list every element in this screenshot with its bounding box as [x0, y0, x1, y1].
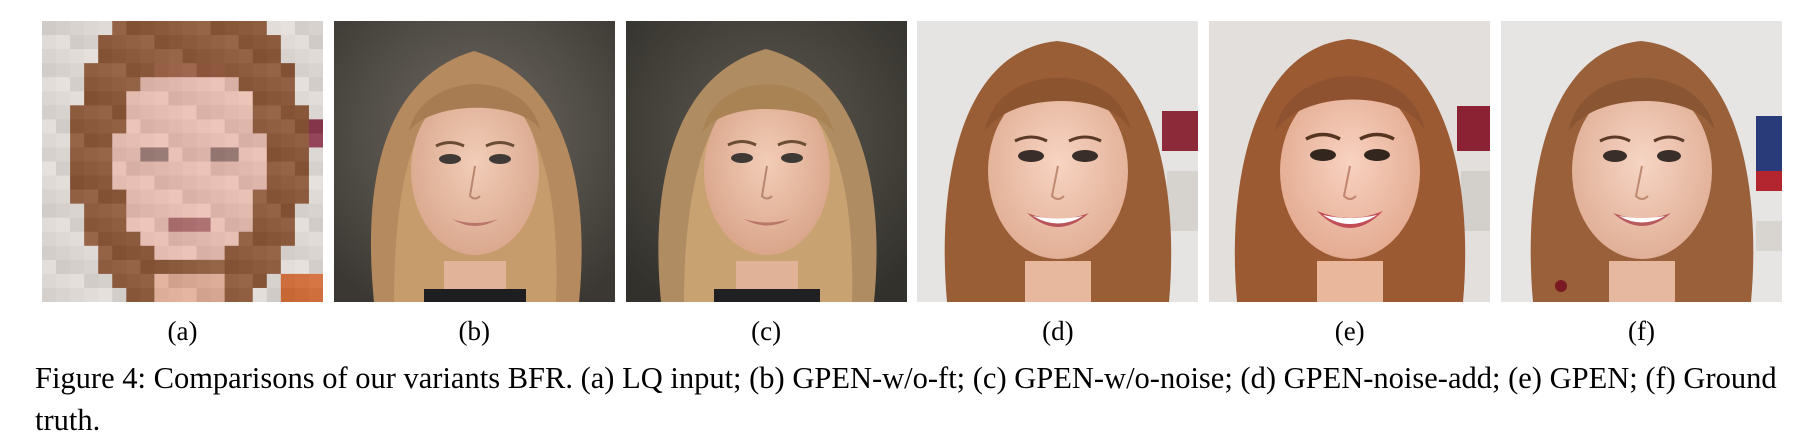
subfigure-label-b: (b) — [458, 316, 491, 346]
ground-truth-face-image — [1500, 21, 1782, 302]
panel-b-image — [333, 21, 615, 302]
panel-f-image — [1500, 21, 1782, 302]
panel-a-image — [42, 21, 323, 302]
subfigure-labels-row: (a) (b) (c) (d) (e) (f) — [42, 316, 1782, 346]
subfigure-label-a: (a) — [167, 316, 198, 346]
subfigure-label-c: (c) — [751, 316, 782, 346]
panel-d-image — [917, 21, 1199, 302]
figure-image-row — [42, 21, 1782, 302]
panel-c-image — [625, 21, 907, 302]
subfigure-label-d: (d) — [1042, 316, 1074, 346]
panel-e-image — [1209, 21, 1491, 302]
face-image-e — [1209, 21, 1491, 302]
face-image-d — [917, 21, 1199, 302]
figure-caption: Figure 4: Comparisons of our variants BF… — [35, 361, 1777, 437]
face-image-b — [333, 21, 615, 302]
subfigure-label-e: (e) — [1334, 316, 1365, 346]
lq-face-image — [42, 21, 323, 302]
subfigure-label-f: (f) — [1627, 316, 1655, 346]
face-image-c — [625, 21, 907, 302]
